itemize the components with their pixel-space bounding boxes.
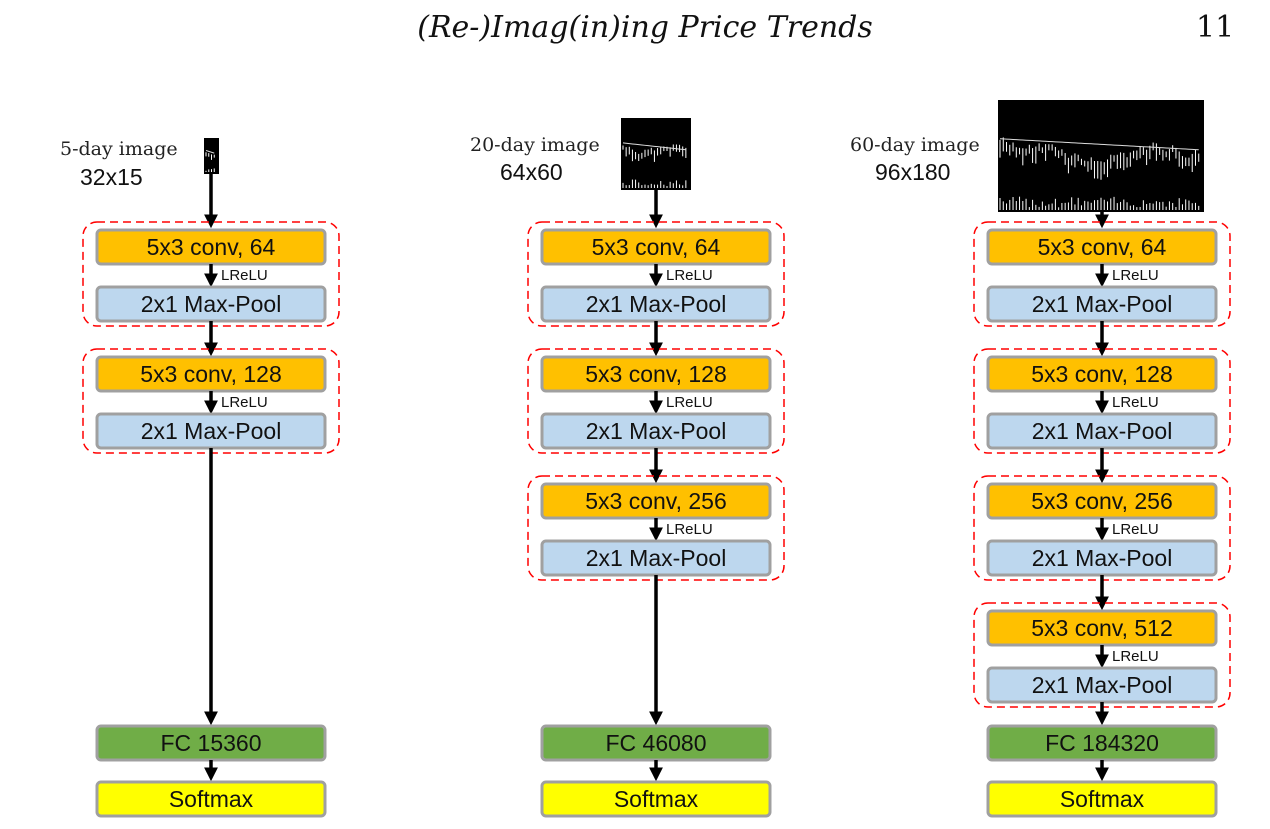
price-chart-image <box>204 138 219 174</box>
conv-layer: 5x3 conv, 128 <box>540 355 772 393</box>
fc-layer-label: FC 184320 <box>1045 730 1159 756</box>
conv-layer: 5x3 conv, 128 <box>95 355 327 393</box>
softmax-layer-label: Softmax <box>1060 786 1145 812</box>
softmax-layer: Softmax <box>986 780 1218 818</box>
image-label: 60-day image <box>850 134 980 156</box>
softmax-layer-box <box>540 780 772 818</box>
fc-layer: FC 46080 <box>540 724 772 762</box>
max-pool-layer-label: 2x1 Max-Pool <box>1032 672 1173 698</box>
conv-layer: 5x3 conv, 128 <box>986 355 1218 393</box>
conv-layer-label: 5x3 conv, 256 <box>585 488 727 514</box>
fc-layer-label: FC 46080 <box>605 730 706 756</box>
max-pool-layer-label: 2x1 Max-Pool <box>141 418 282 444</box>
softmax-layer-box <box>986 780 1218 818</box>
softmax-layer: Softmax <box>95 780 327 818</box>
activation-label: LReLU <box>1112 267 1159 284</box>
conv-layer-label: 5x3 conv, 128 <box>140 361 282 387</box>
max-pool-layer: 2x1 Max-Pool <box>95 285 327 323</box>
softmax-layer-box <box>95 780 327 818</box>
activation-label: LReLU <box>221 394 268 411</box>
activation-label: LReLU <box>666 267 713 284</box>
conv-layer: 5x3 conv, 256 <box>986 482 1218 520</box>
max-pool-layer: 2x1 Max-Pool <box>540 412 772 450</box>
softmax-layer: Softmax <box>540 780 772 818</box>
image-label: 5-day image <box>60 138 178 160</box>
image-label: 20-day image <box>470 134 600 156</box>
max-pool-layer: 2x1 Max-Pool <box>540 285 772 323</box>
conv-layer: 5x3 conv, 256 <box>540 482 772 520</box>
image-size: 32x15 <box>80 164 143 190</box>
conv-layer: 5x3 conv, 64 <box>986 228 1218 266</box>
max-pool-layer-label: 2x1 Max-Pool <box>1032 291 1173 317</box>
max-pool-layer-label: 2x1 Max-Pool <box>586 545 727 571</box>
max-pool-layer: 2x1 Max-Pool <box>986 539 1218 577</box>
fc-layer: FC 184320 <box>986 724 1218 762</box>
conv-layer: 5x3 conv, 64 <box>95 228 327 266</box>
fc-layer: FC 15360 <box>95 724 327 762</box>
page-title: (Re-)Imag(in)ing Price Trends <box>417 10 873 45</box>
activation-label: LReLU <box>666 521 713 538</box>
activation-label: LReLU <box>1112 394 1159 411</box>
max-pool-layer: 2x1 Max-Pool <box>986 412 1218 450</box>
conv-layer-label: 5x3 conv, 128 <box>1031 361 1173 387</box>
fc-layer-label: FC 15360 <box>160 730 261 756</box>
softmax-layer-label: Softmax <box>614 786 699 812</box>
image-size: 64x60 <box>500 159 563 185</box>
max-pool-layer-label: 2x1 Max-Pool <box>586 291 727 317</box>
max-pool-layer-label: 2x1 Max-Pool <box>586 418 727 444</box>
price-chart-image <box>621 118 691 190</box>
activation-label: LReLU <box>1112 648 1159 665</box>
conv-layer-label: 5x3 conv, 64 <box>147 234 276 260</box>
max-pool-layer: 2x1 Max-Pool <box>95 412 327 450</box>
price-chart-image <box>998 100 1204 212</box>
max-pool-layer: 2x1 Max-Pool <box>986 666 1218 704</box>
conv-layer-label: 5x3 conv, 64 <box>1038 234 1167 260</box>
conv-layer-label: 5x3 conv, 512 <box>1031 615 1173 641</box>
activation-label: LReLU <box>666 394 713 411</box>
max-pool-layer-label: 2x1 Max-Pool <box>1032 418 1173 444</box>
max-pool-layer-label: 2x1 Max-Pool <box>1032 545 1173 571</box>
image-size: 96x180 <box>875 159 950 185</box>
conv-layer: 5x3 conv, 64 <box>540 228 772 266</box>
conv-layer: 5x3 conv, 512 <box>986 609 1218 647</box>
activation-label: LReLU <box>221 267 268 284</box>
conv-layer-label: 5x3 conv, 256 <box>1031 488 1173 514</box>
conv-layer-label: 5x3 conv, 128 <box>585 361 727 387</box>
max-pool-layer: 2x1 Max-Pool <box>540 539 772 577</box>
conv-layer-label: 5x3 conv, 64 <box>592 234 721 260</box>
activation-label: LReLU <box>1112 521 1159 538</box>
max-pool-layer-label: 2x1 Max-Pool <box>141 291 282 317</box>
page-number: 11 <box>1196 10 1235 45</box>
max-pool-layer: 2x1 Max-Pool <box>986 285 1218 323</box>
softmax-layer-label: Softmax <box>169 786 254 812</box>
